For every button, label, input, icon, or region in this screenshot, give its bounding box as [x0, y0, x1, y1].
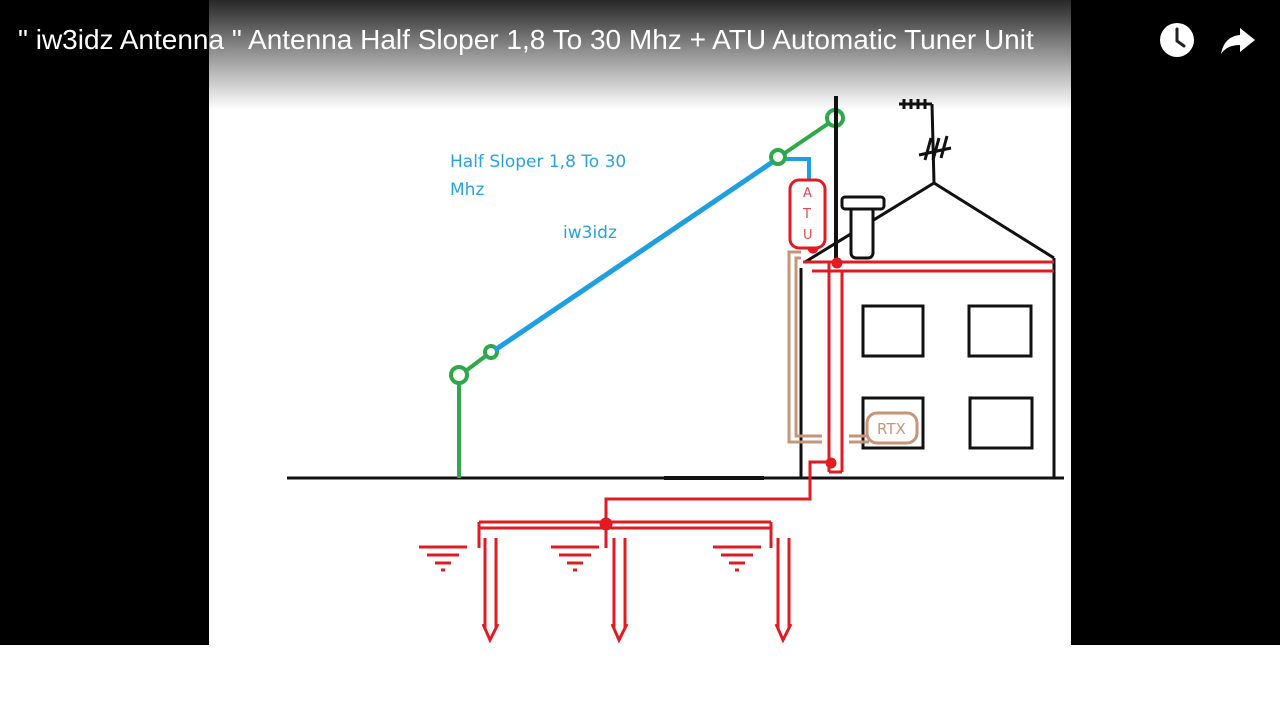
half-sloper-wire — [493, 156, 779, 353]
antenna-label-line1: Half Sloper 1,8 To 30 — [450, 152, 626, 172]
atu-letter-t: T — [802, 207, 811, 222]
atu-box — [788, 178, 827, 250]
video-player[interactable]: A T U RTX — [0, 0, 1280, 645]
rtx-box — [865, 411, 919, 445]
watch-later-button[interactable] — [1157, 20, 1197, 60]
atu-letter-a: A — [803, 186, 812, 201]
top-insulators — [769, 108, 845, 166]
ground-rods — [481, 538, 793, 644]
ground-symbols — [419, 545, 761, 572]
clock-icon — [1160, 23, 1194, 57]
rtx-label: RTX — [877, 420, 906, 438]
support-pole — [449, 344, 499, 478]
ground-radials — [477, 460, 831, 548]
feed-wire — [779, 157, 811, 186]
coax-cable — [787, 250, 869, 444]
share-arrow-icon — [1221, 28, 1255, 54]
ground-wire-house — [803, 242, 1054, 474]
video-title[interactable]: " iw3idz Antenna " Antenna Half Sloper 1… — [18, 24, 1034, 55]
antenna-label-line2: Mhz — [450, 180, 484, 200]
share-button[interactable] — [1218, 20, 1258, 60]
chimney — [840, 195, 886, 260]
antenna-diagram: A T U RTX — [287, 96, 1064, 644]
atu-letter-u: U — [803, 228, 813, 243]
callsign-label: iw3idz — [563, 223, 617, 243]
page-bottom-area — [0, 645, 1280, 720]
tv-antenna — [899, 99, 952, 184]
video-frame: A T U RTX — [209, 0, 1071, 645]
house-roof — [804, 181, 1055, 264]
